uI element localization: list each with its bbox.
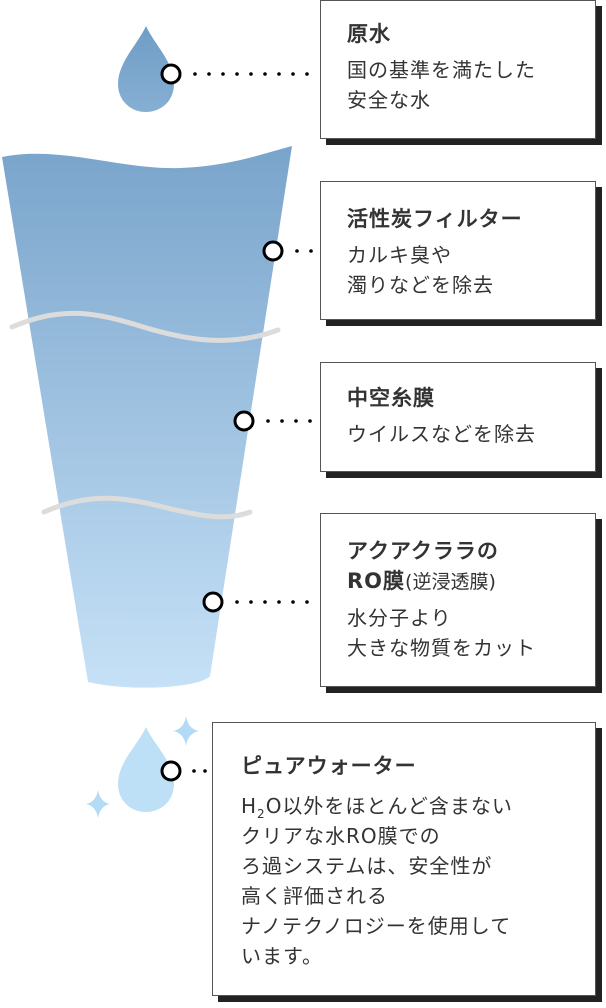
step-title: 活性炭フィルター (347, 207, 523, 231)
connector-node (233, 410, 255, 432)
connector-node (160, 63, 182, 85)
step-description: H2O以外をほとんど含まない クリアな水RO膜での ろ過システムは、安全性が 高… (241, 794, 513, 968)
step-pure-water: ピュアウォーター H2O以外をほとんど含まない クリアな水RO膜での ろ過システ… (212, 722, 596, 996)
step-title: 原水 (347, 22, 391, 46)
step-hollow-fiber: 中空糸膜 ウイルスなどを除去 (320, 362, 596, 472)
step-activated-carbon: 活性炭フィルター カルキ臭や 濁りなどを除去 (320, 181, 596, 320)
filter-cone (2, 146, 292, 688)
sparkle-icon (173, 716, 199, 746)
step-title: アクアクララの RO膜(逆浸透膜) (347, 539, 499, 593)
step-ro-membrane: アクアクララの RO膜(逆浸透膜) 水分子より 大きな物質をカット (320, 513, 596, 687)
water-drop-icon (118, 26, 174, 112)
step-raw-water: 原水 国の基準を満たした 安全な水 (320, 0, 596, 139)
step-description: カルキ臭や 濁りなどを除去 (347, 243, 494, 297)
step-title: 中空糸膜 (347, 386, 435, 410)
connector-node (202, 591, 224, 613)
layer-wave-2 (41, 495, 253, 520)
step-title: ピュアウォーター (241, 754, 417, 778)
sparkle-icon (86, 790, 110, 818)
connector-node (262, 240, 284, 262)
step-description: 国の基準を満たした 安全な水 (347, 58, 536, 112)
layer-wave-1 (9, 310, 281, 343)
step-description: ウイルスなどを除去 (347, 422, 536, 446)
connector-node (160, 760, 182, 782)
step-description: 水分子より 大きな物質をカット (347, 606, 536, 660)
water-drop-icon (118, 727, 174, 812)
